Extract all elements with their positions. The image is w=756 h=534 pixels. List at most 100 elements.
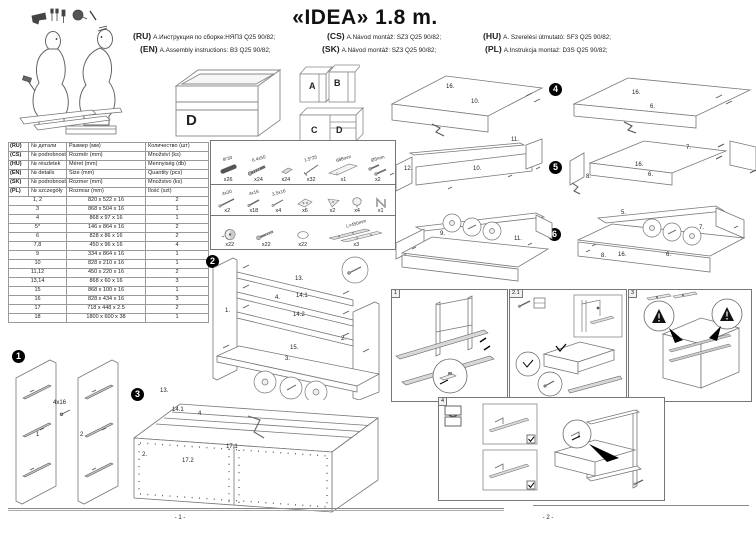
mid1-16-label: 16. (446, 84, 455, 90)
mid3-11-label: 11. (514, 236, 522, 242)
bent-nail-tool (247, 415, 265, 439)
step3-rail-13-label: 13. (160, 388, 169, 394)
parts-data-row: 1, 2 820 x 522 x 16 2 (8, 196, 209, 206)
step-3-figure: 13. 14.1 4 2. 17.2 17.1 (128, 386, 392, 516)
lang-cs: (CS)A.Návod montáž: SZ3 Q25 90/82; (327, 31, 442, 41)
base-unit-d-label: D (336, 125, 343, 135)
screw-pair-icon (368, 164, 387, 176)
mid2-10-label: 10. (473, 166, 482, 172)
step2-rail-142-label: 14.2 (293, 312, 305, 318)
parts-data-row: 5* 146 x 864 x 16 2 (8, 223, 209, 233)
hair-strokes (97, 25, 108, 32)
wall-unit-a-label: A (309, 81, 316, 91)
step-5-figure: 7. 16. 6. 8. (566, 133, 756, 197)
page-title: «IDEA» 1.8 m. (292, 6, 438, 29)
s6-7-label: 7. (699, 225, 705, 231)
panel-1-drawing (395, 295, 495, 394)
lang-hu: (HU)A. Szerelési útmutató: SF3 Q25 90/82… (483, 31, 611, 41)
hw-screw-4x30: 4x30 x2 (217, 189, 237, 214)
hw-oval-cap: x22 (294, 221, 312, 248)
s6-5-label: 5. (621, 210, 627, 216)
step3-side-2-label: 2. (142, 452, 148, 458)
hardware-row-1: 8*30 x26 6.4x50 x24 x24 1.5*25 x32 688mm (211, 141, 395, 185)
oval-cover-cap-icon (297, 231, 309, 239)
hw-nail: 1.5*25 x32 (301, 154, 321, 183)
page-number-1: - 1 - (174, 515, 186, 521)
step-4-figure: 16. 6. (566, 70, 756, 134)
plinth-profile-icon (328, 163, 359, 176)
step2-rail-141-label: 14.1 (296, 293, 308, 299)
step-5-badge: 5 (549, 161, 562, 174)
panel-3-number: 3 (629, 290, 638, 298)
step-1-drawing (15, 359, 119, 505)
step3-rail-4-label: 4 (198, 411, 202, 417)
panel-3-drawing (643, 291, 743, 389)
detail-panel-3: 3 (628, 289, 752, 402)
step2-rail-13-label: 13. (295, 276, 304, 282)
hw-plate: x6 (295, 190, 315, 214)
corner-bracket-icon (327, 198, 340, 208)
mid3-9-label: 9. (440, 231, 446, 237)
tape-measure-icon (72, 9, 84, 21)
wall-unit-b-label: B (334, 78, 341, 88)
checkbox-icon (526, 480, 536, 490)
step3-back-171-label: 17.1 (226, 444, 238, 450)
mid2-12-label: 12. (404, 166, 413, 172)
hammer-icon (21, 75, 36, 92)
panel-1-number: 1 (392, 290, 401, 298)
drawer-box-figure: 9. 11. (388, 205, 556, 293)
hw-drawer-slides: L=450mm x3 (327, 218, 385, 248)
cover-cap-wedge-icon (281, 167, 293, 174)
hw-cam-bolt: x22 (254, 221, 278, 248)
parts-data-row: 16 828 x 434 x 16 3 (8, 295, 209, 305)
screw-3-5x16-icon (272, 199, 284, 207)
overview-cabinet-d: D (170, 62, 285, 140)
parts-data-row: 17 718 x 448 x 2.5 2 (8, 304, 209, 314)
s5-8-label: 8. (586, 174, 592, 180)
parts-header-row: (HU) № részletek Méret (mm) Mennyiség (d… (8, 160, 209, 170)
step2-shelf-3-label: 3. (285, 356, 291, 362)
s4-16-label: 16. (632, 90, 641, 96)
warning-circle-right (711, 298, 743, 330)
drawer-box-drawing (395, 212, 553, 282)
s6-6-label: 6. (666, 252, 672, 258)
screw-4x30-icon (218, 198, 235, 208)
check-inset-2 (482, 449, 538, 491)
overview-wall-units: A B (298, 62, 360, 104)
hw-cam-lock: x22 (221, 221, 239, 248)
hw-screw-pair: Ø5mm x2 (366, 154, 390, 183)
s5-16-label: 16. (635, 162, 644, 168)
cam-lock-icon (221, 229, 236, 240)
panel-4-drawing (444, 403, 644, 491)
step3-rail-141-label: 14.1 (172, 407, 184, 413)
step-6-drawing (576, 205, 746, 273)
warning-circle-left (643, 300, 675, 332)
mid1-10-label: 10. (471, 99, 480, 105)
slide-detail-circle (432, 358, 468, 394)
cabinet-d-label: D (186, 112, 197, 129)
step-1-figure: 1 2 4x16 (10, 348, 136, 512)
parts-data-row: 11,12 450 x 220 x 16 2 (8, 268, 209, 278)
mounting-plate-icon (297, 198, 313, 208)
step-3-badge: 3 (131, 388, 144, 401)
parts-table: (RU) № детали Размер (мм) Количество (шт… (8, 142, 209, 323)
hw-wire-hook: x1 (373, 190, 389, 214)
cabinet-d-drawing (174, 69, 282, 137)
right-person-body (79, 47, 116, 126)
step-2-drawing (212, 256, 381, 400)
parts-header-row: (CS) № podrobnosti Rozměr (mm) Množství … (8, 151, 209, 161)
confirmat-screw-icon (248, 165, 267, 176)
wire-hook-icon (375, 197, 386, 208)
hardware-row-2: 4x30 x2 4x16 x18 3.5x16 x4 x6 (211, 185, 395, 216)
drawer-sides-drawing (389, 138, 543, 192)
base-unit-c-label: C (311, 125, 318, 135)
step1-panel-right-label: 2 (80, 432, 84, 438)
corner-inset-box (573, 294, 623, 338)
check-mark-icon (528, 436, 535, 443)
nail-icon (303, 164, 319, 176)
page-number-2: - 2 - (542, 515, 554, 521)
s6-8-label: 8. (601, 253, 607, 259)
check-inset-1 (482, 403, 538, 445)
hw-confirmat: 6.4x50 x24 (246, 154, 270, 183)
